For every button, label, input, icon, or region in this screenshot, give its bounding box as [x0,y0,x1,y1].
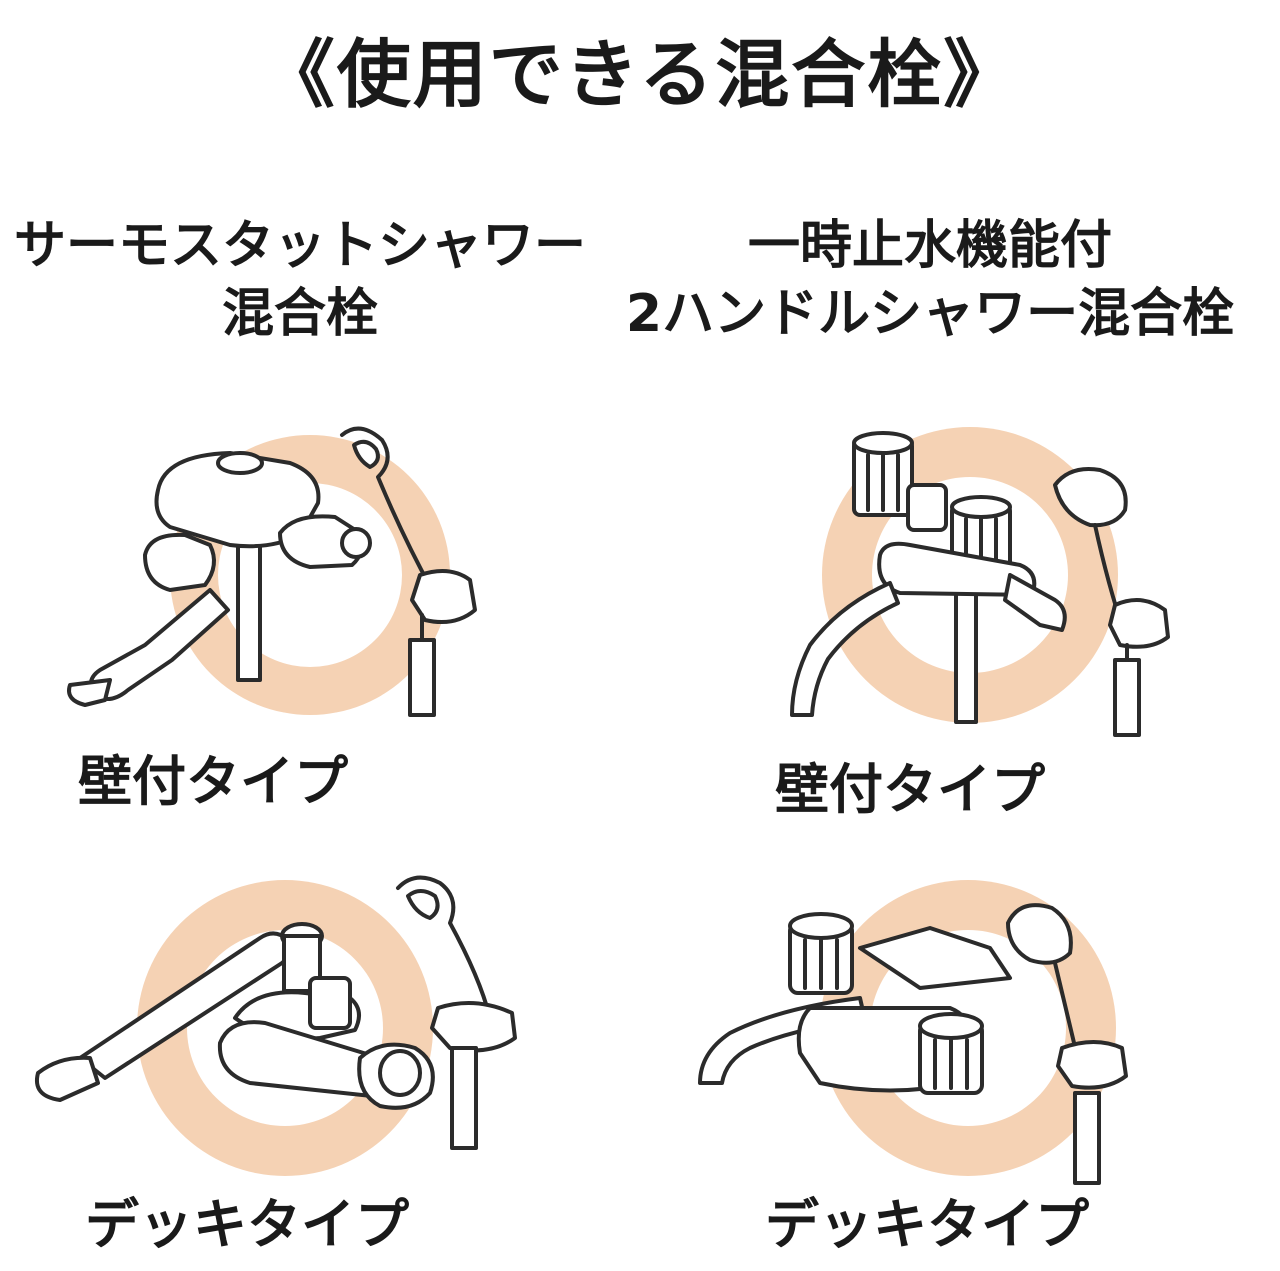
type-label-wall: 壁付タイプ [775,758,1045,821]
type-label-wall: 壁付タイプ [78,750,348,813]
two-handle-wall-faucet-icon [770,415,1210,745]
type-label-deck: デッキタイプ [85,1193,409,1256]
column-heading-two-handle: 一時止水機能付 2ハンドルシャワー混合栓 [580,212,1280,348]
page-title: 《使用できる混合栓》 [260,32,1020,118]
thermostat-wall-faucet-icon [60,415,500,735]
column-heading-line: 2ハンドルシャワー混合栓 [625,284,1235,344]
column-heading-line: サーモスタットシャワー [13,216,586,276]
two-handle-deck-faucet-icon [690,868,1170,1188]
column-heading-line: 一時止水機能付 [747,216,1112,276]
type-label-deck: デッキタイプ [765,1193,1089,1256]
thermostat-deck-faucet-icon [20,868,540,1188]
column-heading-thermostat: サーモスタットシャワー 混合栓 [0,212,600,348]
column-heading-line: 混合栓 [221,284,378,344]
